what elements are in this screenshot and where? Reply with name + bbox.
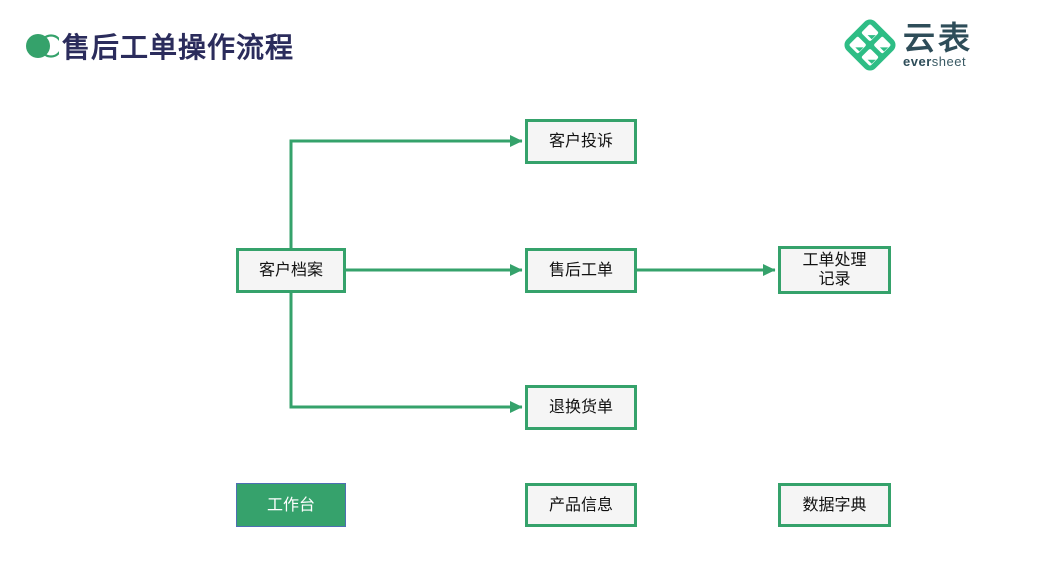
flow-node-workbench: 工作台 xyxy=(236,483,346,527)
page-title: 售后工单操作流程 xyxy=(62,32,295,63)
flow-node-product-info: 产品信息 xyxy=(525,483,637,527)
flow-node-customer-complaint: 客户投诉 xyxy=(525,119,637,164)
flow-node-customer-file: 客户档案 xyxy=(236,248,346,293)
flow-node-data-dictionary: 数据字典 xyxy=(778,483,891,527)
eversheet-diamond-logo-icon xyxy=(841,16,899,74)
title-bullet-icon xyxy=(13,31,63,66)
brand-name-cn: 云表 xyxy=(903,20,974,56)
flow-node-aftersales-ticket: 售后工单 xyxy=(525,248,637,293)
brand-logo: 云表 eversheet xyxy=(841,14,1041,76)
brand-wordmark: 云表 eversheet xyxy=(903,21,973,69)
flow-node-ticket-process-record: 工单处理 记录 xyxy=(778,246,891,294)
brand-name-en: eversheet xyxy=(903,54,967,69)
flow-node-return-exchange-order: 退换货单 xyxy=(525,385,637,430)
